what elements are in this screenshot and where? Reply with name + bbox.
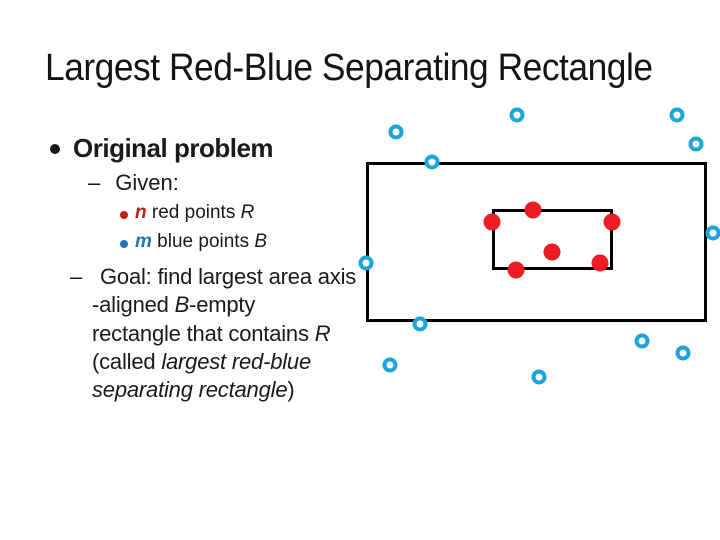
m-variable: m (135, 231, 152, 252)
blue-points-line: m blue points B (135, 231, 267, 253)
blue-point (388, 124, 404, 140)
goal-line4-pre: (called (92, 348, 162, 374)
outer-rectangle (366, 162, 707, 322)
blue-point (669, 107, 685, 123)
blue-points-text: blue points (151, 231, 255, 252)
bullet-label: Original problem (73, 133, 274, 163)
red-points-text: red points (146, 202, 241, 223)
red-points-line: n red points R (135, 202, 254, 224)
goal-line5-post: ) (287, 377, 295, 403)
goal-line2-post: -empty (189, 292, 256, 318)
inner-rectangle (492, 209, 613, 270)
blue-point (634, 333, 650, 349)
n-variable: n (135, 202, 147, 223)
goal-line2-pre: -aligned (92, 292, 175, 318)
goal-line1: Goal: find largest area axis (100, 264, 357, 289)
goal-line2-B: B (174, 292, 190, 318)
blue-point (358, 255, 374, 271)
red-point (603, 213, 621, 231)
red-point (543, 243, 561, 261)
blue-point (705, 225, 720, 241)
red-point (507, 261, 525, 279)
red-point (524, 201, 542, 219)
slide-title: Largest Red-Blue Separating Rectangle (45, 47, 653, 89)
goal-line5-italic: separating rectangle (92, 377, 288, 403)
red-sub-bullet-dot (120, 211, 128, 219)
red-point (591, 254, 609, 272)
blue-sub-bullet-dot (120, 240, 128, 248)
blue-point (688, 136, 704, 152)
goal-text: Goal: find largest area axis -aligned B-… (92, 263, 402, 404)
bullet-dot (50, 144, 60, 154)
given-label: Given: (115, 170, 179, 195)
blue-point (531, 369, 547, 385)
goal-dash: – (70, 264, 83, 289)
blue-point (382, 357, 398, 373)
red-point (483, 213, 501, 231)
given-line: –Given: (88, 170, 179, 196)
goal-block: – Goal: find largest area axis -aligned … (70, 263, 402, 404)
given-dash: – (88, 170, 101, 195)
set-R: R (240, 202, 255, 223)
set-B: B (254, 231, 268, 252)
goal-line3-pre: rectangle that contains (92, 320, 315, 346)
blue-point (675, 345, 691, 361)
blue-point (509, 107, 525, 123)
goal-line3-R: R (314, 320, 331, 346)
goal-line4-italic: largest red-blue (161, 348, 311, 374)
blue-point (412, 316, 428, 332)
blue-point (424, 154, 440, 170)
